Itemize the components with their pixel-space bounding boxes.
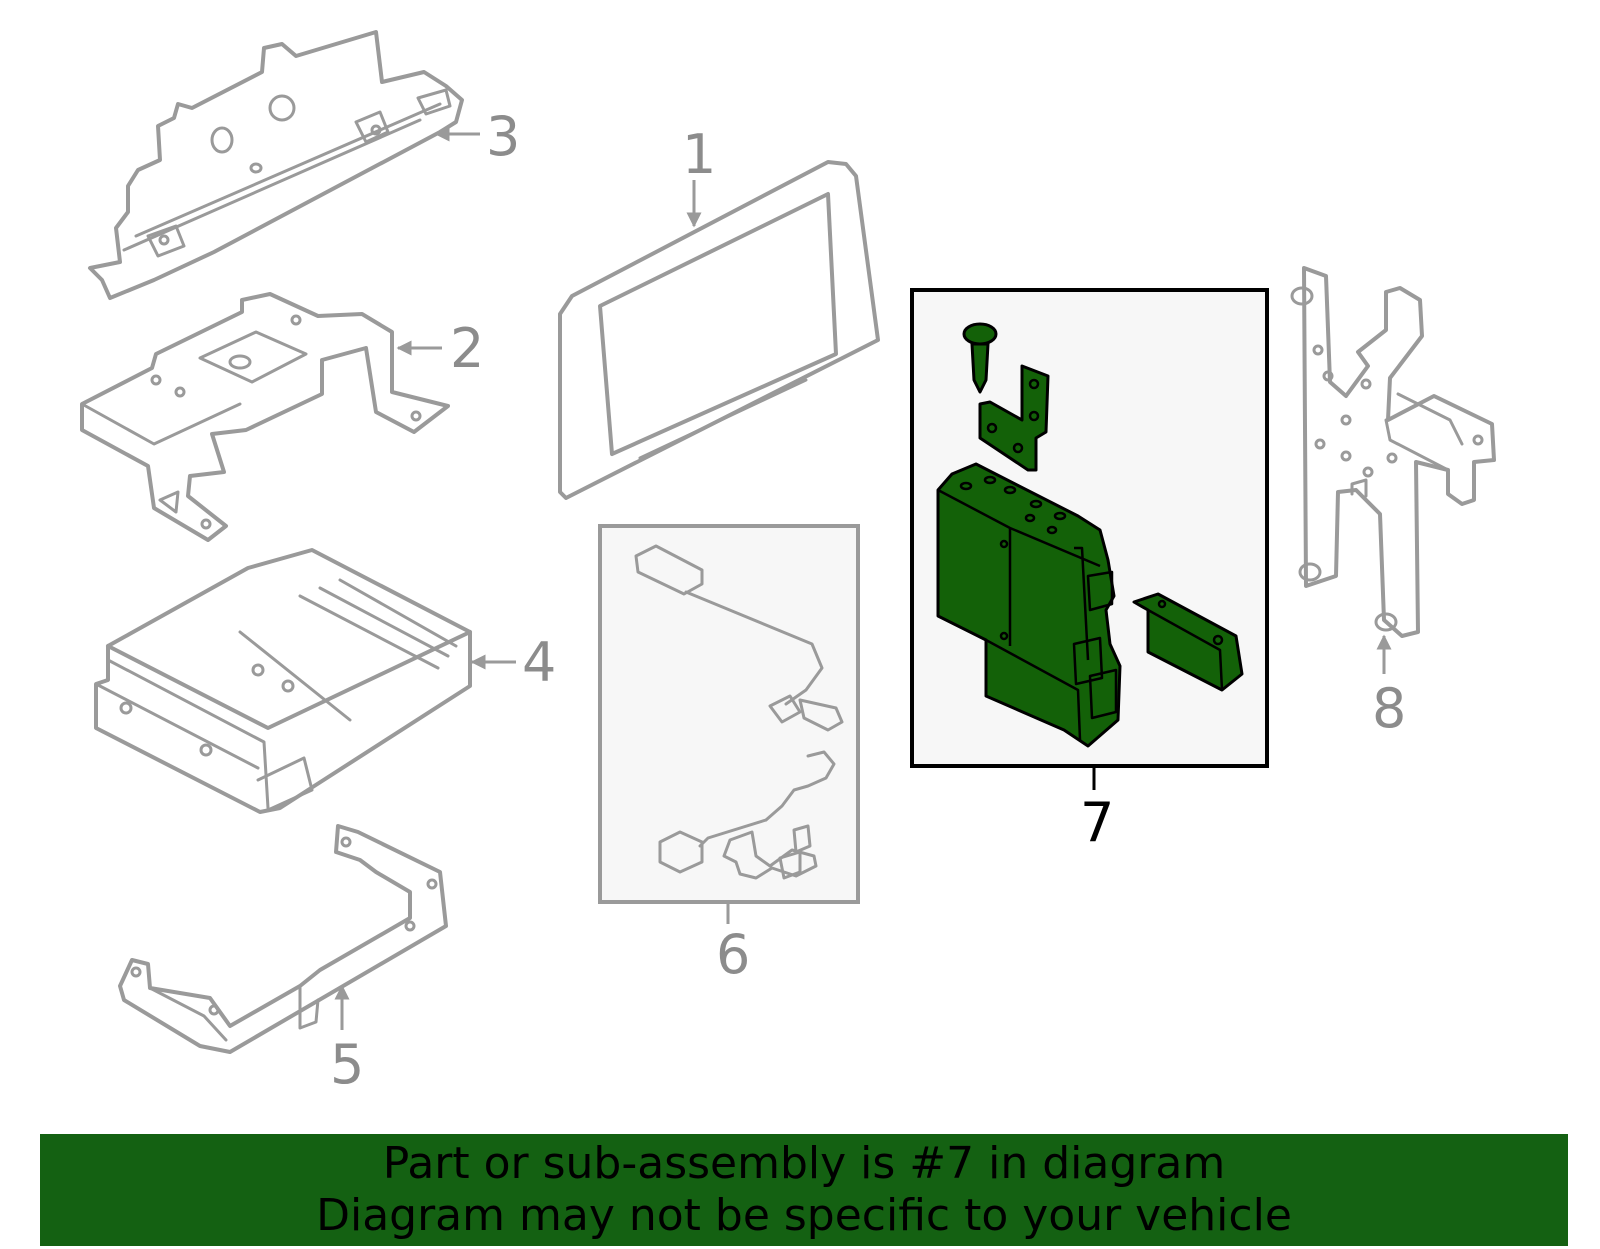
callout-2[interactable]: 2 [450,317,485,380]
part-2-middle-bracket[interactable] [80,292,450,542]
part-4-module-box[interactable] [94,548,472,814]
part-6-wiring-harness[interactable] [598,524,860,904]
banner-line-1: Part or sub-assembly is #7 in diagram [382,1138,1226,1189]
info-banner: Part or sub-assembly is #7 in diagram Di… [40,1134,1568,1246]
part-5-lower-bracket[interactable] [118,824,448,1054]
callout-5[interactable]: 5 [330,1033,365,1096]
callout-8[interactable]: 8 [1372,677,1407,740]
parts-diagram [80,30,1496,1054]
callout-3[interactable]: 3 [486,105,521,168]
part-8-right-bracket[interactable] [1290,266,1496,638]
banner-line-2: Diagram may not be specific to your vehi… [316,1190,1292,1241]
callout-7[interactable]: 7 [1080,791,1115,854]
callout-1[interactable]: 1 [682,123,717,186]
part-7-control-module[interactable] [910,288,1269,768]
part-3-upper-bracket[interactable] [88,30,464,300]
callout-6[interactable]: 6 [716,923,751,986]
leader-lines [334,126,1392,1030]
part-1-display-screen[interactable] [558,160,880,500]
callout-4[interactable]: 4 [522,631,557,694]
